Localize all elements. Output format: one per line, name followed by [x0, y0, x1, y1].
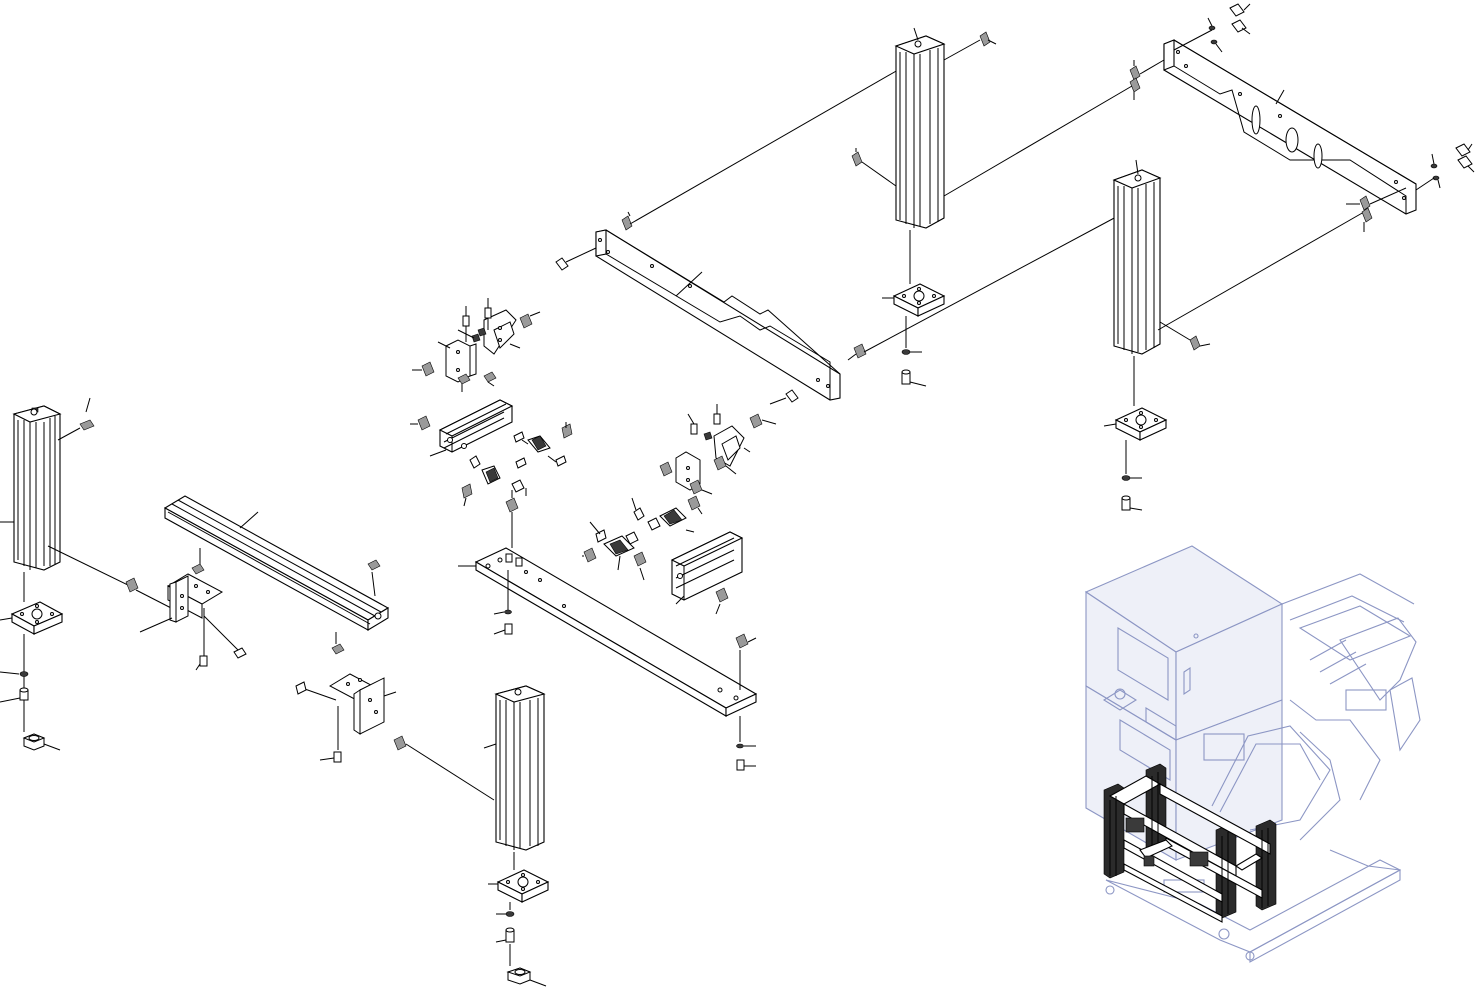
t-nut	[422, 362, 434, 376]
hex-bolt	[1456, 144, 1470, 156]
hex-bolt	[786, 390, 798, 402]
t-nut	[562, 424, 572, 438]
t-nut	[622, 216, 632, 230]
cap-screw	[516, 458, 526, 468]
t-nut	[736, 634, 748, 648]
t-nut	[980, 32, 990, 46]
hex-bolt	[1230, 4, 1244, 16]
t-nut	[852, 152, 862, 166]
cap-screw	[485, 308, 491, 318]
t-nut	[192, 564, 204, 574]
t-nut	[716, 588, 728, 602]
washer	[704, 432, 712, 440]
washer	[737, 744, 744, 748]
t-nut	[1362, 208, 1372, 222]
cap-screw	[691, 424, 697, 434]
cap-screw	[512, 480, 524, 492]
hex-bolt	[505, 624, 512, 634]
hex-bolt	[1458, 156, 1472, 168]
cap-screw	[470, 456, 480, 468]
t-nut	[1130, 78, 1140, 92]
hex-bolt	[296, 682, 306, 694]
hex-bolt	[737, 760, 744, 770]
t-nut	[394, 736, 406, 750]
small-extrusion-right	[672, 532, 742, 600]
t-nut	[462, 484, 472, 498]
leveling-foot-nut	[508, 968, 530, 984]
cap-screw	[648, 518, 660, 530]
washer	[1209, 26, 1215, 30]
center-base-plate	[498, 870, 548, 902]
cap-screw	[596, 530, 606, 542]
hex-bolt	[234, 648, 246, 658]
hex-bolt	[334, 752, 341, 762]
back-base-plate	[1116, 408, 1166, 440]
upper-front-extrusion-leg	[896, 36, 944, 228]
t-nut	[660, 462, 672, 476]
cap-screw	[556, 456, 566, 466]
left-base-plate	[12, 602, 62, 634]
left-extrusion-leg	[14, 406, 60, 570]
leveling-foot-nut	[24, 734, 44, 750]
t-nut	[484, 372, 496, 382]
t-nut	[584, 548, 596, 562]
washer	[505, 610, 512, 614]
upper-back-extrusion-leg	[1114, 170, 1160, 354]
front-frame-plate	[596, 230, 840, 400]
washer	[902, 350, 910, 355]
cap-screw	[714, 414, 720, 424]
washer	[20, 672, 28, 677]
t-nut	[1190, 336, 1200, 350]
hex-bolt	[556, 258, 568, 270]
machine-context-inset	[1086, 546, 1420, 962]
washer	[1431, 164, 1437, 168]
washer	[1122, 476, 1130, 481]
hex-bolt	[200, 656, 207, 666]
t-nut	[854, 344, 866, 358]
washer	[1211, 40, 1217, 44]
t-nut	[1360, 196, 1370, 210]
upper-base-plate	[894, 284, 944, 316]
hex-bolt	[20, 676, 28, 700]
center-extrusion-leg	[496, 686, 544, 850]
t-nut	[80, 420, 94, 430]
corner-bracket-left	[168, 574, 222, 622]
center-bracket-cluster	[410, 298, 572, 548]
t-nut	[418, 416, 430, 430]
t-nut	[1130, 66, 1140, 80]
t-nut	[368, 560, 380, 570]
upper-back-frame-plate	[1164, 40, 1416, 214]
hex-bolt	[1232, 20, 1246, 32]
t-nut	[634, 552, 646, 566]
left-leg-assembly	[0, 398, 175, 750]
washer	[506, 912, 514, 917]
cap-screw	[463, 316, 469, 326]
t-nut	[750, 414, 762, 428]
t-nut	[506, 498, 518, 512]
t-nut	[332, 644, 344, 654]
